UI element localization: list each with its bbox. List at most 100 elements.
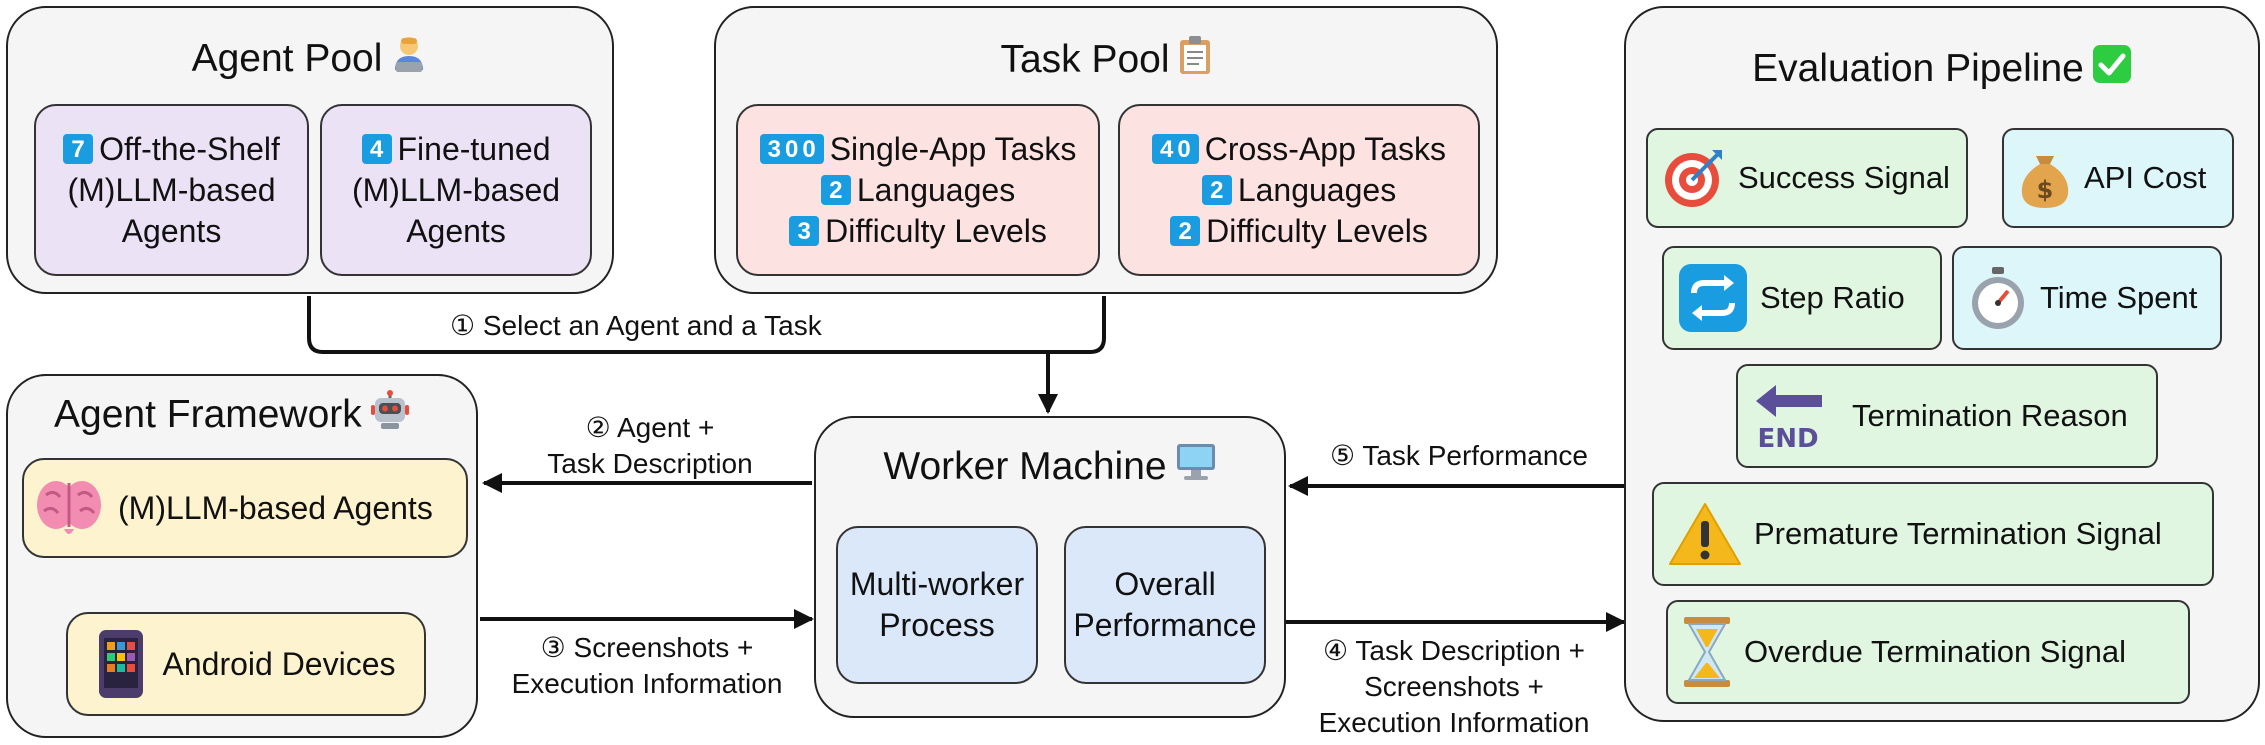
worker-machine-panel: Worker Machine Multi-worker Process Over… — [814, 416, 1286, 718]
cross-app-diff-badge: 2 — [1170, 216, 1201, 246]
single-app-line1: 300 Single-App Tasks — [759, 129, 1077, 170]
overall-line1: Overall — [1114, 566, 1216, 602]
multi-worker-card: Multi-worker Process — [836, 526, 1038, 684]
technologist-icon — [390, 34, 428, 84]
phone-icon — [97, 628, 145, 700]
step1-label: ① Select an Agent and a Task — [450, 308, 822, 344]
mllm-agents-card: (M)LLM-based Agents — [22, 458, 468, 558]
overdue-termination-label: Overdue Termination Signal — [1744, 634, 2126, 669]
cross-app-lang-label: Languages — [1237, 171, 1397, 208]
finetuned-label: Fine-tuned — [397, 130, 551, 167]
single-app-tasks-card: 300 Single-App Tasks 2 Languages 3 Diffi… — [736, 104, 1100, 276]
task-pool-title-row: Task Pool — [716, 34, 1496, 86]
finetuned-count-badge: 4 — [361, 134, 392, 164]
step3-line1: ③ Screenshots + — [540, 632, 754, 663]
evaluation-pipeline-panel: Evaluation Pipeline Success Signal — [1624, 6, 2260, 722]
repeat-icon — [1678, 263, 1748, 333]
overall-performance-card: Overall Performance — [1064, 526, 1266, 684]
end-arrow-icon: END — [1752, 379, 1826, 453]
single-app-line2: 2 Languages — [820, 170, 1016, 211]
offshelf-line2: (M)LLM-based — [67, 171, 276, 208]
offshelf-count-badge: 7 — [63, 134, 94, 164]
worker-machine-title-row: Worker Machine — [816, 442, 1284, 492]
step4-line2: Screenshots + — [1364, 671, 1544, 702]
cross-app-label: Cross-App Tasks — [1204, 130, 1446, 167]
android-devices-card: Android Devices — [66, 612, 426, 716]
multi-worker-line1: Multi-worker — [849, 566, 1025, 602]
single-app-count-badge: 300 — [759, 134, 824, 164]
cross-app-tasks-card: 40 Cross-App Tasks 2 Languages 2 Difficu… — [1118, 104, 1480, 276]
finetuned-line2: (M)LLM-based — [351, 171, 561, 208]
svg-text:END: END — [1757, 424, 1818, 453]
agent-framework-title-row: Agent Framework — [8, 390, 476, 440]
termination-reason-card: END Termination Reason — [1736, 364, 2158, 468]
offshelf-line1: 7 Off-the-Shelf — [63, 129, 280, 170]
hourglass-icon — [1682, 615, 1732, 689]
offshelf-agents-card: 7 Off-the-Shelf (M)LLM-based Agents — [34, 104, 309, 276]
clipboard-icon — [1178, 34, 1212, 86]
step2-label: ② Agent + Task Description — [510, 410, 790, 482]
mllm-agents-label: (M)LLM-based Agents — [118, 489, 433, 526]
multi-worker-line2: Process — [879, 607, 995, 643]
android-devices-label: Android Devices — [162, 645, 396, 682]
cross-app-count-badge: 40 — [1152, 134, 1199, 164]
success-signal-label: Success Signal — [1738, 160, 1950, 195]
robot-icon — [370, 390, 410, 440]
finetuned-line1: 4 Fine-tuned — [361, 129, 551, 170]
task-pool-title: Task Pool — [1000, 38, 1170, 81]
cross-app-line1: 40 Cross-App Tasks — [1152, 129, 1446, 170]
computer-icon — [1175, 442, 1217, 492]
api-cost-label: API Cost — [2084, 160, 2207, 195]
step-ratio-label: Step Ratio — [1760, 280, 1905, 315]
finetuned-line3: Agents — [406, 212, 506, 249]
step3-line2: Execution Information — [511, 668, 783, 699]
finetuned-agents-card: 4 Fine-tuned (M)LLM-based Agents — [320, 104, 592, 276]
task-pool-panel: Task Pool 300 Single-App Tasks 2 Languag… — [714, 6, 1498, 294]
offshelf-label: Off-the-Shelf — [99, 130, 280, 167]
step5-label: ⑤ Task Performance — [1329, 440, 1588, 471]
step2-line1: ② Agent + — [585, 412, 715, 443]
single-app-lang-label: Languages — [856, 171, 1016, 208]
evaluation-pipeline-title-row: Evaluation Pipeline — [1626, 44, 2258, 94]
termination-reason-label: Termination Reason — [1852, 398, 2128, 433]
agent-pool-title: Agent Pool — [191, 37, 383, 80]
worker-machine-title: Worker Machine — [883, 445, 1167, 488]
step2-line2: Task Description — [547, 448, 753, 479]
step4-label: ④ Task Description + Screenshots + Execu… — [1286, 633, 1622, 741]
time-spent-card: Time Spent — [1952, 246, 2222, 350]
agent-framework-panel: Agent Framework (M)LLM-ba — [6, 374, 478, 738]
warning-icon — [1668, 501, 1742, 567]
cross-app-diff-label: Difficulty Levels — [1206, 212, 1428, 249]
evaluation-pipeline-title: Evaluation Pipeline — [1752, 47, 2084, 90]
overall-line2: Performance — [1073, 607, 1257, 643]
time-spent-label: Time Spent — [2040, 280, 2198, 315]
agent-framework-title: Agent Framework — [54, 393, 362, 436]
step4-line3: Execution Information — [1318, 707, 1590, 738]
money-bag-icon: $ — [2018, 146, 2072, 210]
single-app-line3: 3 Difficulty Levels — [789, 211, 1047, 252]
single-app-diff-badge: 3 — [789, 216, 820, 246]
single-app-lang-badge: 2 — [820, 175, 851, 205]
premature-termination-label: Premature Termination Signal — [1754, 516, 2162, 551]
premature-termination-card: Premature Termination Signal — [1652, 482, 2214, 586]
select-connector — [307, 296, 1106, 354]
agent-pool-title-row: Agent Pool — [8, 34, 612, 84]
success-signal-card: Success Signal — [1646, 128, 1968, 228]
target-icon — [1662, 146, 1726, 210]
stopwatch-icon — [1968, 265, 2028, 331]
step4-line1: ④ Task Description + — [1323, 635, 1585, 666]
cross-app-lang-badge: 2 — [1201, 175, 1232, 205]
single-app-label: Single-App Tasks — [829, 130, 1077, 167]
step3-label: ③ Screenshots + Execution Information — [490, 630, 804, 702]
cross-app-line2: 2 Languages — [1201, 170, 1397, 211]
step-ratio-card: Step Ratio — [1662, 246, 1942, 350]
brain-icon — [34, 475, 104, 541]
api-cost-card: $ API Cost — [2002, 128, 2234, 228]
offshelf-line3: Agents — [121, 212, 222, 249]
single-app-diff-label: Difficulty Levels — [825, 212, 1047, 249]
agent-pool-panel: Agent Pool 7 Off-the-Shelf (M)LLM-based … — [6, 6, 614, 294]
overdue-termination-card: Overdue Termination Signal — [1666, 600, 2190, 704]
svg-text:$: $ — [2037, 176, 2054, 204]
cross-app-line3: 2 Difficulty Levels — [1170, 211, 1428, 252]
